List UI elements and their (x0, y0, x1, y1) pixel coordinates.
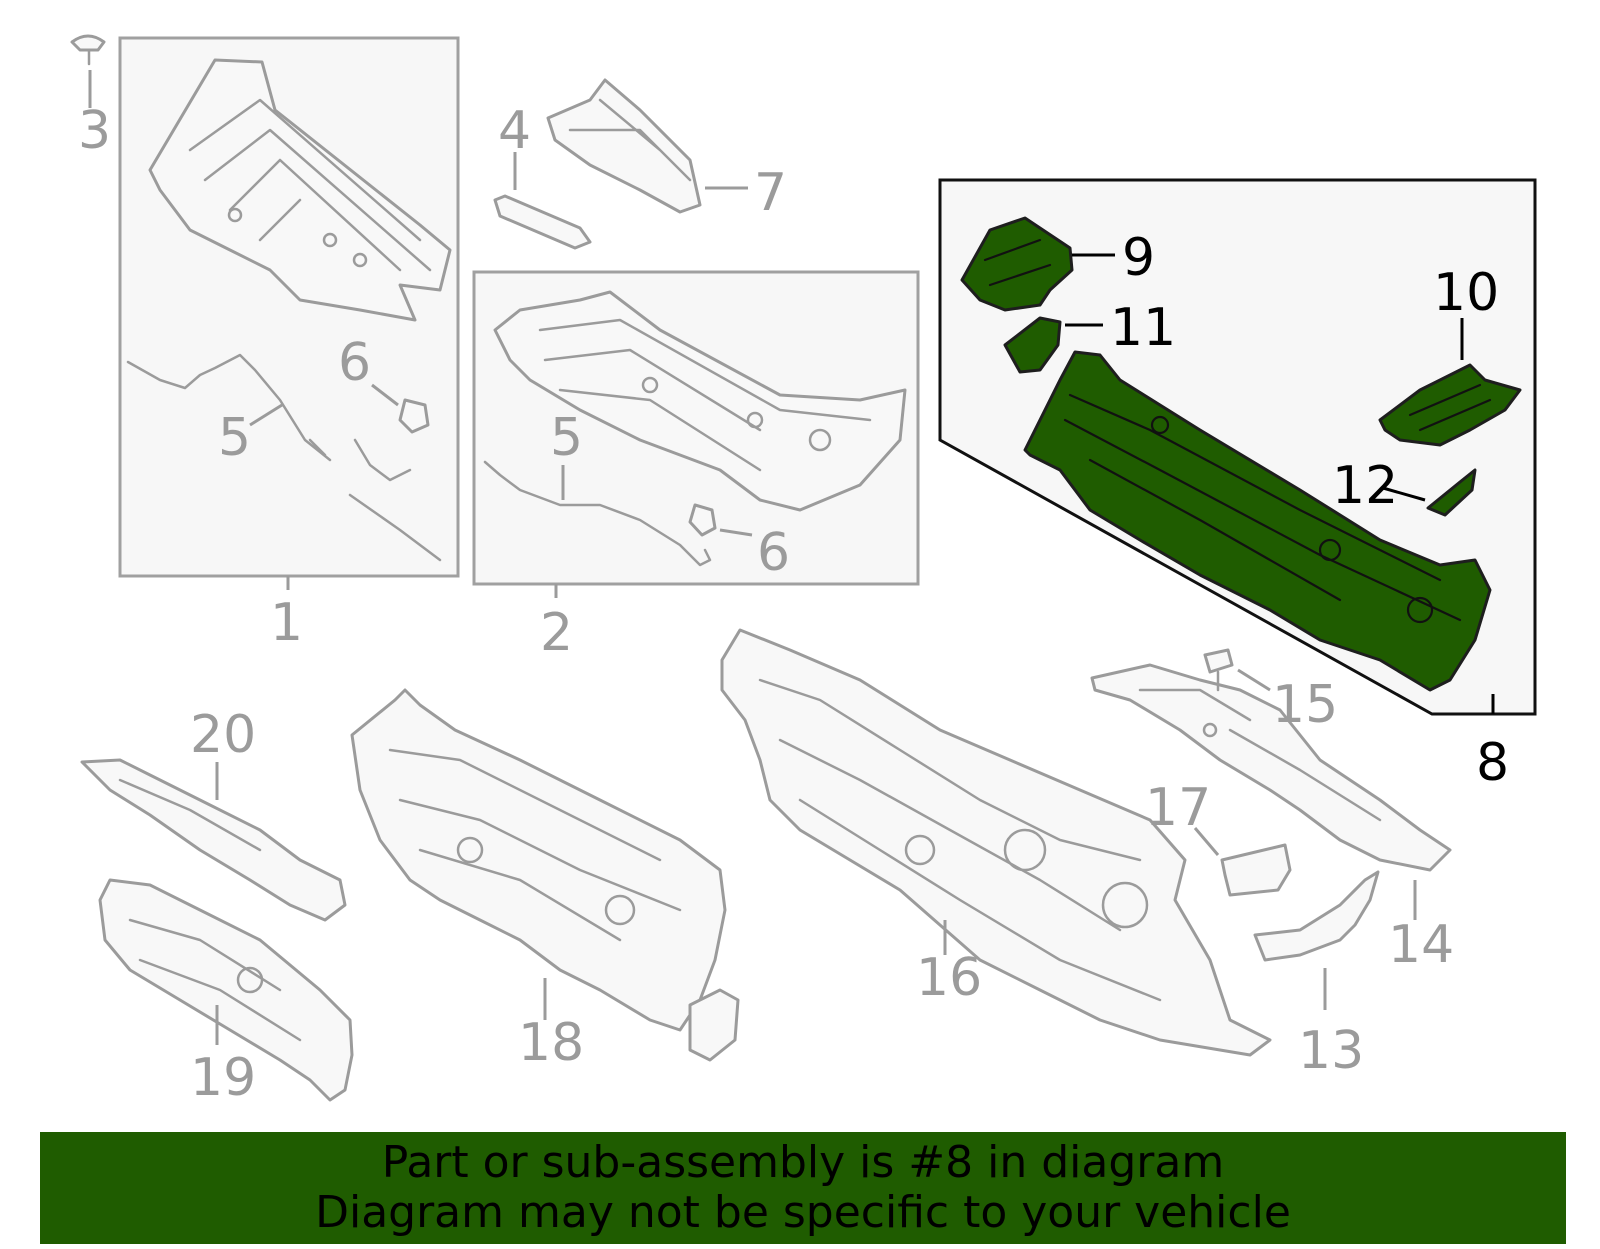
banner-line-2: Diagram may not be specific to your vehi… (315, 1187, 1291, 1238)
bolt-15[interactable] (1203, 648, 1234, 692)
callout-11: 11 (1110, 298, 1176, 358)
nozzle-6a[interactable] (398, 398, 430, 434)
callout-18: 18 (518, 1013, 584, 1073)
callout-20: 20 (190, 705, 256, 765)
info-banner: Part or sub-assembly is #8 in diagram Di… (40, 1132, 1566, 1244)
bracket-4[interactable] (493, 194, 592, 250)
callout-13: 13 (1298, 1021, 1364, 1081)
callout-4: 4 (498, 101, 531, 161)
callout-1: 1 (270, 593, 303, 653)
washer-hose-5a[interactable] (126, 353, 442, 562)
cowl-panel-2[interactable] (493, 290, 907, 512)
bracket-12[interactable] (1426, 468, 1477, 517)
callout-10: 10 (1433, 263, 1499, 323)
callout-3: 3 (78, 101, 111, 161)
callout-5b: 5 (550, 408, 583, 468)
callout-16: 16 (916, 948, 982, 1008)
insulator-19[interactable] (98, 878, 354, 1102)
banner-line-1: Part or sub-assembly is #8 in diagram (381, 1137, 1225, 1188)
callout-17: 17 (1145, 778, 1211, 838)
callout-6b: 6 (757, 523, 790, 583)
callout-14: 14 (1388, 915, 1454, 975)
washer-hose-5b[interactable] (483, 460, 712, 567)
callout-19: 19 (190, 1048, 256, 1108)
insulator-18[interactable] (350, 688, 727, 1032)
callout-2: 2 (540, 603, 573, 663)
bracket-13[interactable] (1253, 870, 1380, 962)
callout-12: 12 (1332, 456, 1398, 516)
bracket-11[interactable] (1003, 316, 1062, 374)
cowl-top-panel-8[interactable] (1023, 350, 1492, 692)
callout-9: 9 (1122, 228, 1155, 288)
callout-8: 8 (1476, 733, 1509, 793)
crossmember-14[interactable] (1090, 663, 1452, 872)
clip-3[interactable] (70, 34, 106, 66)
nozzle-6b[interactable] (688, 503, 717, 537)
callout-5a: 5 (218, 408, 251, 468)
cowl-side-7[interactable] (546, 78, 702, 214)
callout-6a: 6 (338, 333, 371, 393)
bracket-9[interactable] (960, 216, 1074, 312)
bracket-20[interactable] (80, 758, 347, 922)
callout-15: 15 (1272, 675, 1338, 735)
patch-17[interactable] (1220, 843, 1292, 897)
cowl-panel-1[interactable] (148, 58, 452, 322)
callout-7: 7 (754, 163, 787, 223)
dash-panel-16[interactable] (720, 628, 1272, 1057)
bracket-10[interactable] (1378, 363, 1522, 447)
insulator-18-tab[interactable] (688, 988, 740, 1062)
